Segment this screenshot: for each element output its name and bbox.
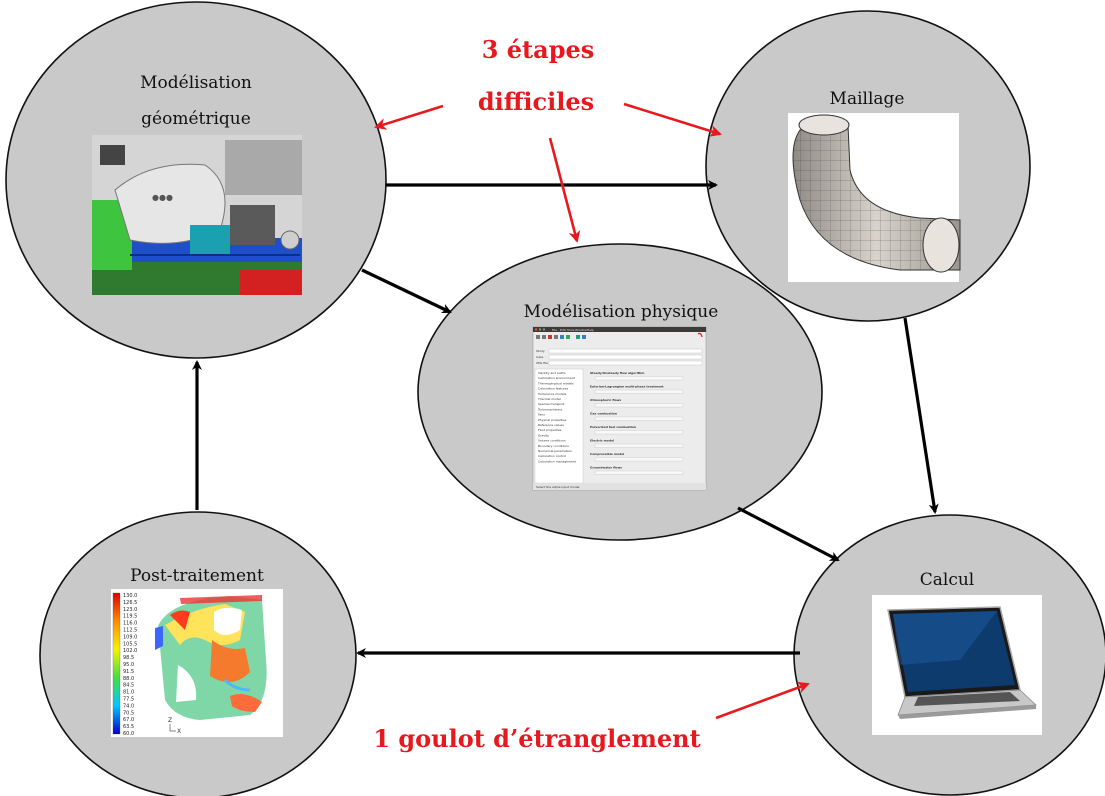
- bent-pipe-mesh: [788, 113, 961, 282]
- legend-tick-label: 81.0: [123, 690, 134, 696]
- svg-text:X: X: [177, 728, 181, 735]
- sw-status: Select the alpha input model: [536, 485, 580, 489]
- sw-panel-label: Steady/Unsteady flow algorithm: [590, 371, 644, 375]
- sw-tree-item: Calculation features: [538, 387, 569, 391]
- sw-tree-item: Fluid properties: [538, 428, 562, 432]
- sw-tree-item: Calculation management: [538, 459, 577, 463]
- sw-panel-label: Atmospheric flows: [590, 398, 621, 402]
- sw-menu-help: Help: [587, 328, 594, 332]
- sw-field-case: Case: [536, 355, 543, 359]
- sw-panel-select: [594, 457, 684, 462]
- legend-tick-label: 105.5: [123, 641, 137, 647]
- sw-menu-window: Window: [575, 328, 587, 332]
- arrow-physics-to-compute: [737, 506, 840, 562]
- sw-panel-label: Groundwater flows: [590, 466, 622, 470]
- sw-panel-label: Gas combustion: [590, 412, 617, 416]
- engine-bay-render: ●●●: [92, 135, 302, 295]
- sw-panel-label: Electric model: [590, 439, 614, 443]
- geometric-label-line1: Modélisation: [140, 73, 252, 93]
- bottleneck-label: 1 goulot d’étranglement: [373, 724, 700, 753]
- legend-tick-label: 95.0: [123, 662, 134, 668]
- sw-panel-select: [594, 389, 684, 394]
- arrow-mesh-to-compute: [903, 317, 939, 514]
- sw-tree-item: Fans: [538, 413, 545, 417]
- temperature-contour-plot: 130.0126.5123.0119.5116.0112.5109.0105.5…: [111, 589, 283, 737]
- legend-tick-label: 98.5: [123, 655, 134, 661]
- contour-legend: 130.0126.5123.0119.5116.0112.5109.0105.5…: [123, 593, 137, 737]
- legend-tick-label: 102.0: [123, 648, 137, 654]
- post-label: Post-traitement: [130, 566, 264, 586]
- mesh-label: Maillage: [830, 89, 905, 109]
- laptop-image: [872, 595, 1042, 735]
- sw-panel-label: Pulverized fuel combustion: [590, 425, 636, 429]
- legend-tick-label: 77.5: [123, 697, 134, 703]
- sw-tree-item: Calculation environment: [538, 376, 576, 380]
- sw-tree-item: Physical properties: [538, 418, 567, 422]
- sw-tree-item: Thermal model: [537, 397, 561, 401]
- sw-tree-item: Gravity: [538, 433, 549, 437]
- svg-text:●●●: ●●●: [152, 193, 173, 202]
- sw-panel-select: [594, 376, 684, 381]
- sw-tree-item: Reference values: [538, 423, 564, 427]
- sw-tree-item: Turbulence models: [537, 392, 567, 396]
- red-arrow-to-mesh: [623, 102, 722, 137]
- sw-tree-item: Numerical parameters: [538, 449, 572, 453]
- legend-tick-label: 112.5: [123, 628, 137, 634]
- compute-label: Calcul: [920, 570, 975, 590]
- sw-panel-select: [594, 403, 684, 408]
- physics-label: Modélisation physique: [524, 302, 719, 322]
- legend-tick-label: 88.0: [123, 676, 134, 682]
- geometric-label-line2: géométrique: [141, 109, 251, 129]
- sw-field-xml: XML file: [536, 361, 548, 365]
- arrow-geometry-to-physics: [361, 268, 452, 314]
- sw-field-study: Study: [536, 349, 545, 353]
- sw-panel-select: [594, 443, 684, 448]
- sw-panel-select: [594, 470, 684, 475]
- legend-tick-label: 67.0: [123, 717, 134, 723]
- legend-tick-label: 84.5: [123, 683, 134, 689]
- sw-panel-label: Compressible model: [590, 452, 624, 456]
- sw-tree-item: Volume conditions: [538, 439, 566, 443]
- sw-tree-item: Identity and paths: [538, 371, 566, 375]
- sw-panel-select: [594, 430, 684, 435]
- legend-tick-label: 63.5: [123, 724, 134, 730]
- sw-panel: Steady/Unsteady flow algorithmEulerian-L…: [590, 371, 684, 475]
- red-arrow-to-geometry: [374, 104, 444, 130]
- legend-tick-label: 70.5: [123, 710, 134, 716]
- svg-text:Z: Z: [168, 717, 172, 724]
- legend-tick-label: 126.5: [123, 600, 137, 606]
- legend-tick-label: 91.5: [123, 669, 134, 675]
- sw-menu-file: File: [552, 328, 557, 332]
- sw-menu-tools: Tools: [566, 328, 575, 332]
- legend-tick-label: 130.0: [123, 593, 137, 599]
- red-arrow-to-physics: [548, 137, 581, 243]
- legend-tick-label: 109.0: [123, 634, 137, 640]
- legend-tick-label: 119.5: [123, 614, 137, 620]
- sw-tree-item: Calculation control: [538, 454, 566, 458]
- sw-menu-edit: Edit: [560, 328, 567, 332]
- legend-tick-label: 123.0: [123, 607, 137, 613]
- difficult-steps-line1: 3 étapes: [482, 35, 595, 64]
- software-window-screenshot: File Edit Tools Window Help Study Case X…: [532, 326, 707, 491]
- sw-panel-select: [594, 416, 684, 421]
- sw-tree-item: Boundary conditions: [538, 444, 569, 448]
- sw-tree-item: Species transport: [538, 402, 565, 406]
- difficult-steps-line2: difficiles: [478, 87, 594, 116]
- legend-tick-label: 60.0: [123, 731, 134, 737]
- legend-tick-label: 74.0: [123, 703, 134, 709]
- sw-tree-item: Turbomachinery: [537, 407, 562, 411]
- sw-tree-item: Thermophysical models: [537, 381, 574, 385]
- red-arrow-to-compute: [715, 681, 810, 720]
- sw-panel-label: Eulerian-Lagrangian multi-phase treatmen…: [590, 385, 664, 389]
- legend-tick-label: 116.0: [123, 621, 137, 627]
